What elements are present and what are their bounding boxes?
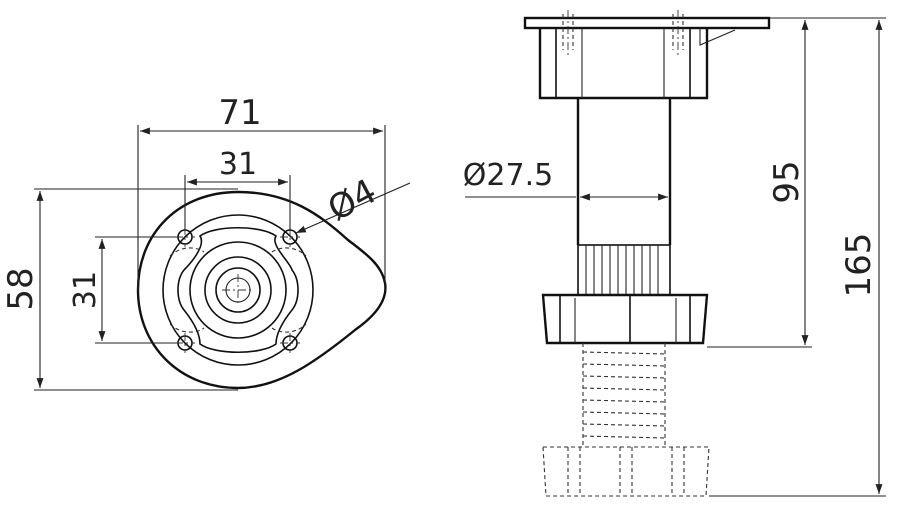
threaded-rod bbox=[582, 343, 666, 445]
plate-inner-ring bbox=[162, 214, 314, 366]
plate-outline bbox=[136, 190, 387, 390]
knurl-lines bbox=[585, 245, 659, 295]
adjustment-nut bbox=[541, 293, 709, 345]
lobed-flange bbox=[177, 226, 299, 354]
top-view: 71 31 Ø4 58 31 bbox=[1, 93, 411, 391]
dim-hole-diameter: Ø4 bbox=[295, 171, 411, 234]
hub-ring-outer bbox=[189, 241, 287, 339]
dim-height-165: 165 bbox=[709, 17, 886, 497]
dim-hole-diameter-label: Ø4 bbox=[322, 171, 384, 229]
upper-housing bbox=[538, 28, 709, 100]
dim-hole-spacing-x-31: 31 bbox=[184, 147, 291, 230]
hub-ring-inner bbox=[215, 267, 261, 313]
dim-31-horizontal-label: 31 bbox=[219, 147, 257, 182]
dim-height-95: 95 bbox=[707, 17, 812, 348]
dim-165-label: 165 bbox=[839, 233, 879, 298]
hub-ring-mid bbox=[204, 256, 272, 324]
dim-width-71: 71 bbox=[137, 93, 386, 290]
dim-tube-diameter: Ø27.5 bbox=[463, 158, 668, 201]
dim-71-label: 71 bbox=[218, 93, 261, 133]
dim-hole-spacing-y-31: 31 bbox=[68, 236, 178, 344]
dim-58-label: 58 bbox=[1, 267, 41, 310]
side-view: Ø27.5 95 165 bbox=[463, 10, 886, 497]
dim-tube-diameter-label: Ø27.5 bbox=[463, 158, 553, 193]
dim-31-vertical-label: 31 bbox=[68, 271, 103, 309]
knurled-collar bbox=[577, 244, 671, 296]
dim-height-58: 58 bbox=[1, 188, 238, 391]
dim-95-label: 95 bbox=[767, 160, 807, 203]
leg-tube bbox=[576, 98, 672, 245]
mounting-plate bbox=[523, 16, 771, 30]
screw-hole-bottom-right bbox=[280, 333, 300, 353]
